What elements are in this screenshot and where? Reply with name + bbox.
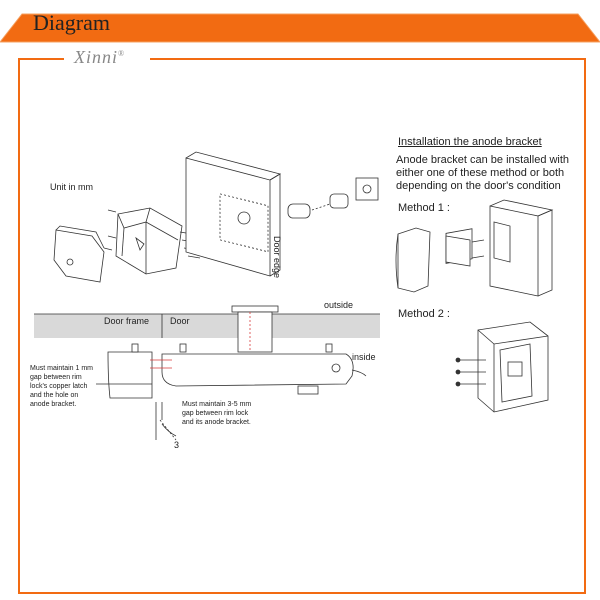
door-frame-label: Door frame: [104, 316, 150, 326]
method1-label: Method 1 :: [398, 202, 450, 214]
cylinder-drawing: [287, 177, 379, 219]
note-right: Must maintain 3-5 mm gap between rim loc…: [182, 401, 252, 426]
frame-top-right-line: [150, 58, 584, 60]
content-frame: [18, 58, 586, 594]
door-panel-drawing: [185, 151, 282, 277]
anode-bracket-title: Installation the anode bracket: [398, 136, 542, 148]
unit-label: Unit in mm: [50, 182, 94, 192]
screws-section: [131, 343, 333, 353]
lock-cover-drawing: [53, 225, 105, 283]
page-title: Diagram: [33, 10, 110, 35]
gap-indicator-lines: [96, 383, 177, 441]
lock-body-section: [161, 353, 367, 395]
cylinder-section: [231, 305, 279, 353]
note-left: Must maintain 1 mm gap between rim lock'…: [30, 365, 94, 408]
door-label: Door: [170, 316, 190, 326]
frame-top-left-line: [18, 58, 64, 60]
door-edge-label: Door edge: [272, 236, 282, 279]
screws-left: [103, 209, 117, 251]
brand-logo: Xinni®: [74, 47, 126, 67]
anode-bracket-section: [107, 351, 172, 399]
inside-label: inside: [352, 352, 376, 362]
anode-bracket-description: Anode bracket can be installed with eith…: [396, 154, 570, 192]
method2-label: Method 2 :: [398, 308, 450, 320]
method1-drawing: [395, 199, 554, 297]
method2-drawing: [455, 321, 549, 413]
lock-body-drawing: [115, 207, 183, 275]
angle-label: 3: [174, 440, 180, 450]
outside-label: outside: [324, 300, 354, 310]
header-banner: [0, 0, 600, 44]
wall-section: [34, 313, 380, 338]
